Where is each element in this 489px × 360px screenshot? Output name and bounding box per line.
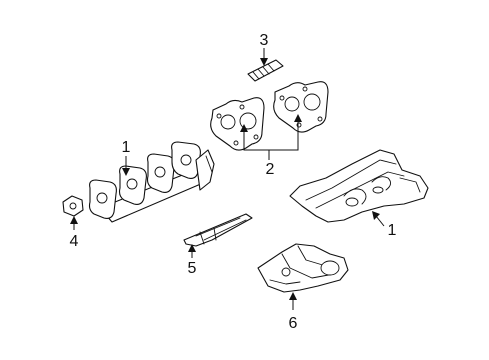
exhaust-manifold-part-1-left bbox=[88, 141, 215, 223]
heat-shield-part-6 bbox=[257, 243, 349, 293]
stud-part-3 bbox=[247, 59, 284, 82]
nut-part-4 bbox=[62, 195, 84, 217]
gasket-part-2-right bbox=[273, 81, 329, 133]
callout-3-number: 3 bbox=[260, 32, 269, 49]
callout-1-left-number: 1 bbox=[122, 139, 131, 156]
callout-1-right-number: 1 bbox=[388, 222, 397, 239]
callout-6-number: 6 bbox=[289, 315, 298, 332]
callout-2-number: 2 bbox=[266, 161, 275, 178]
heat-shield-part-5 bbox=[183, 213, 253, 247]
callout-4-number: 4 bbox=[70, 233, 79, 250]
exhaust-manifold-part-1-right bbox=[289, 149, 429, 223]
callout-5-number: 5 bbox=[188, 260, 197, 277]
gasket-part-2-left bbox=[210, 97, 265, 151]
leaders bbox=[70, 48, 385, 310]
